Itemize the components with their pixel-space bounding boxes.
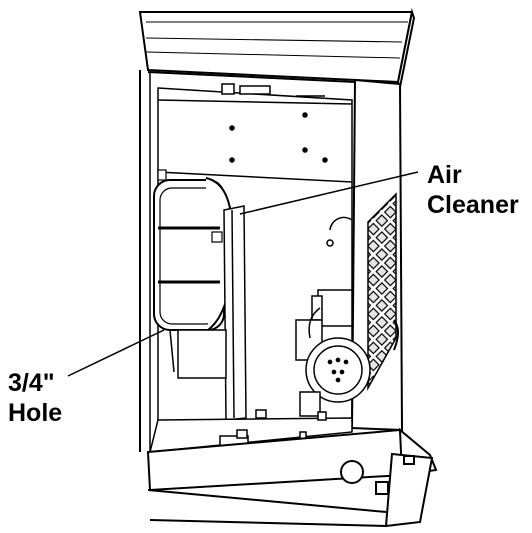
engine-assembly	[295, 289, 371, 417]
hole-label: 3/4" Hole	[8, 368, 62, 428]
air-cleaner-label-line2: Cleaner	[427, 191, 519, 219]
enclosure-side-wall	[350, 78, 404, 432]
air-cleaner-leader-line	[239, 171, 419, 215]
mounting-bracket	[169, 205, 247, 421]
air-cleaner-label-line1: Air	[427, 161, 462, 189]
enclosure-roof	[138, 8, 416, 91]
hole-label-line2: Hole	[8, 399, 63, 427]
enclosure-frame	[139, 70, 356, 452]
hole-label-line1: 3/4"	[8, 369, 55, 397]
side-vent-louvers	[367, 192, 397, 391]
air-cleaner	[153, 169, 234, 331]
hole-leader-line	[67, 329, 165, 377]
enclosure-base	[146, 427, 438, 528]
air-cleaner-label: Air Cleaner	[427, 160, 519, 220]
control-box	[157, 83, 353, 183]
